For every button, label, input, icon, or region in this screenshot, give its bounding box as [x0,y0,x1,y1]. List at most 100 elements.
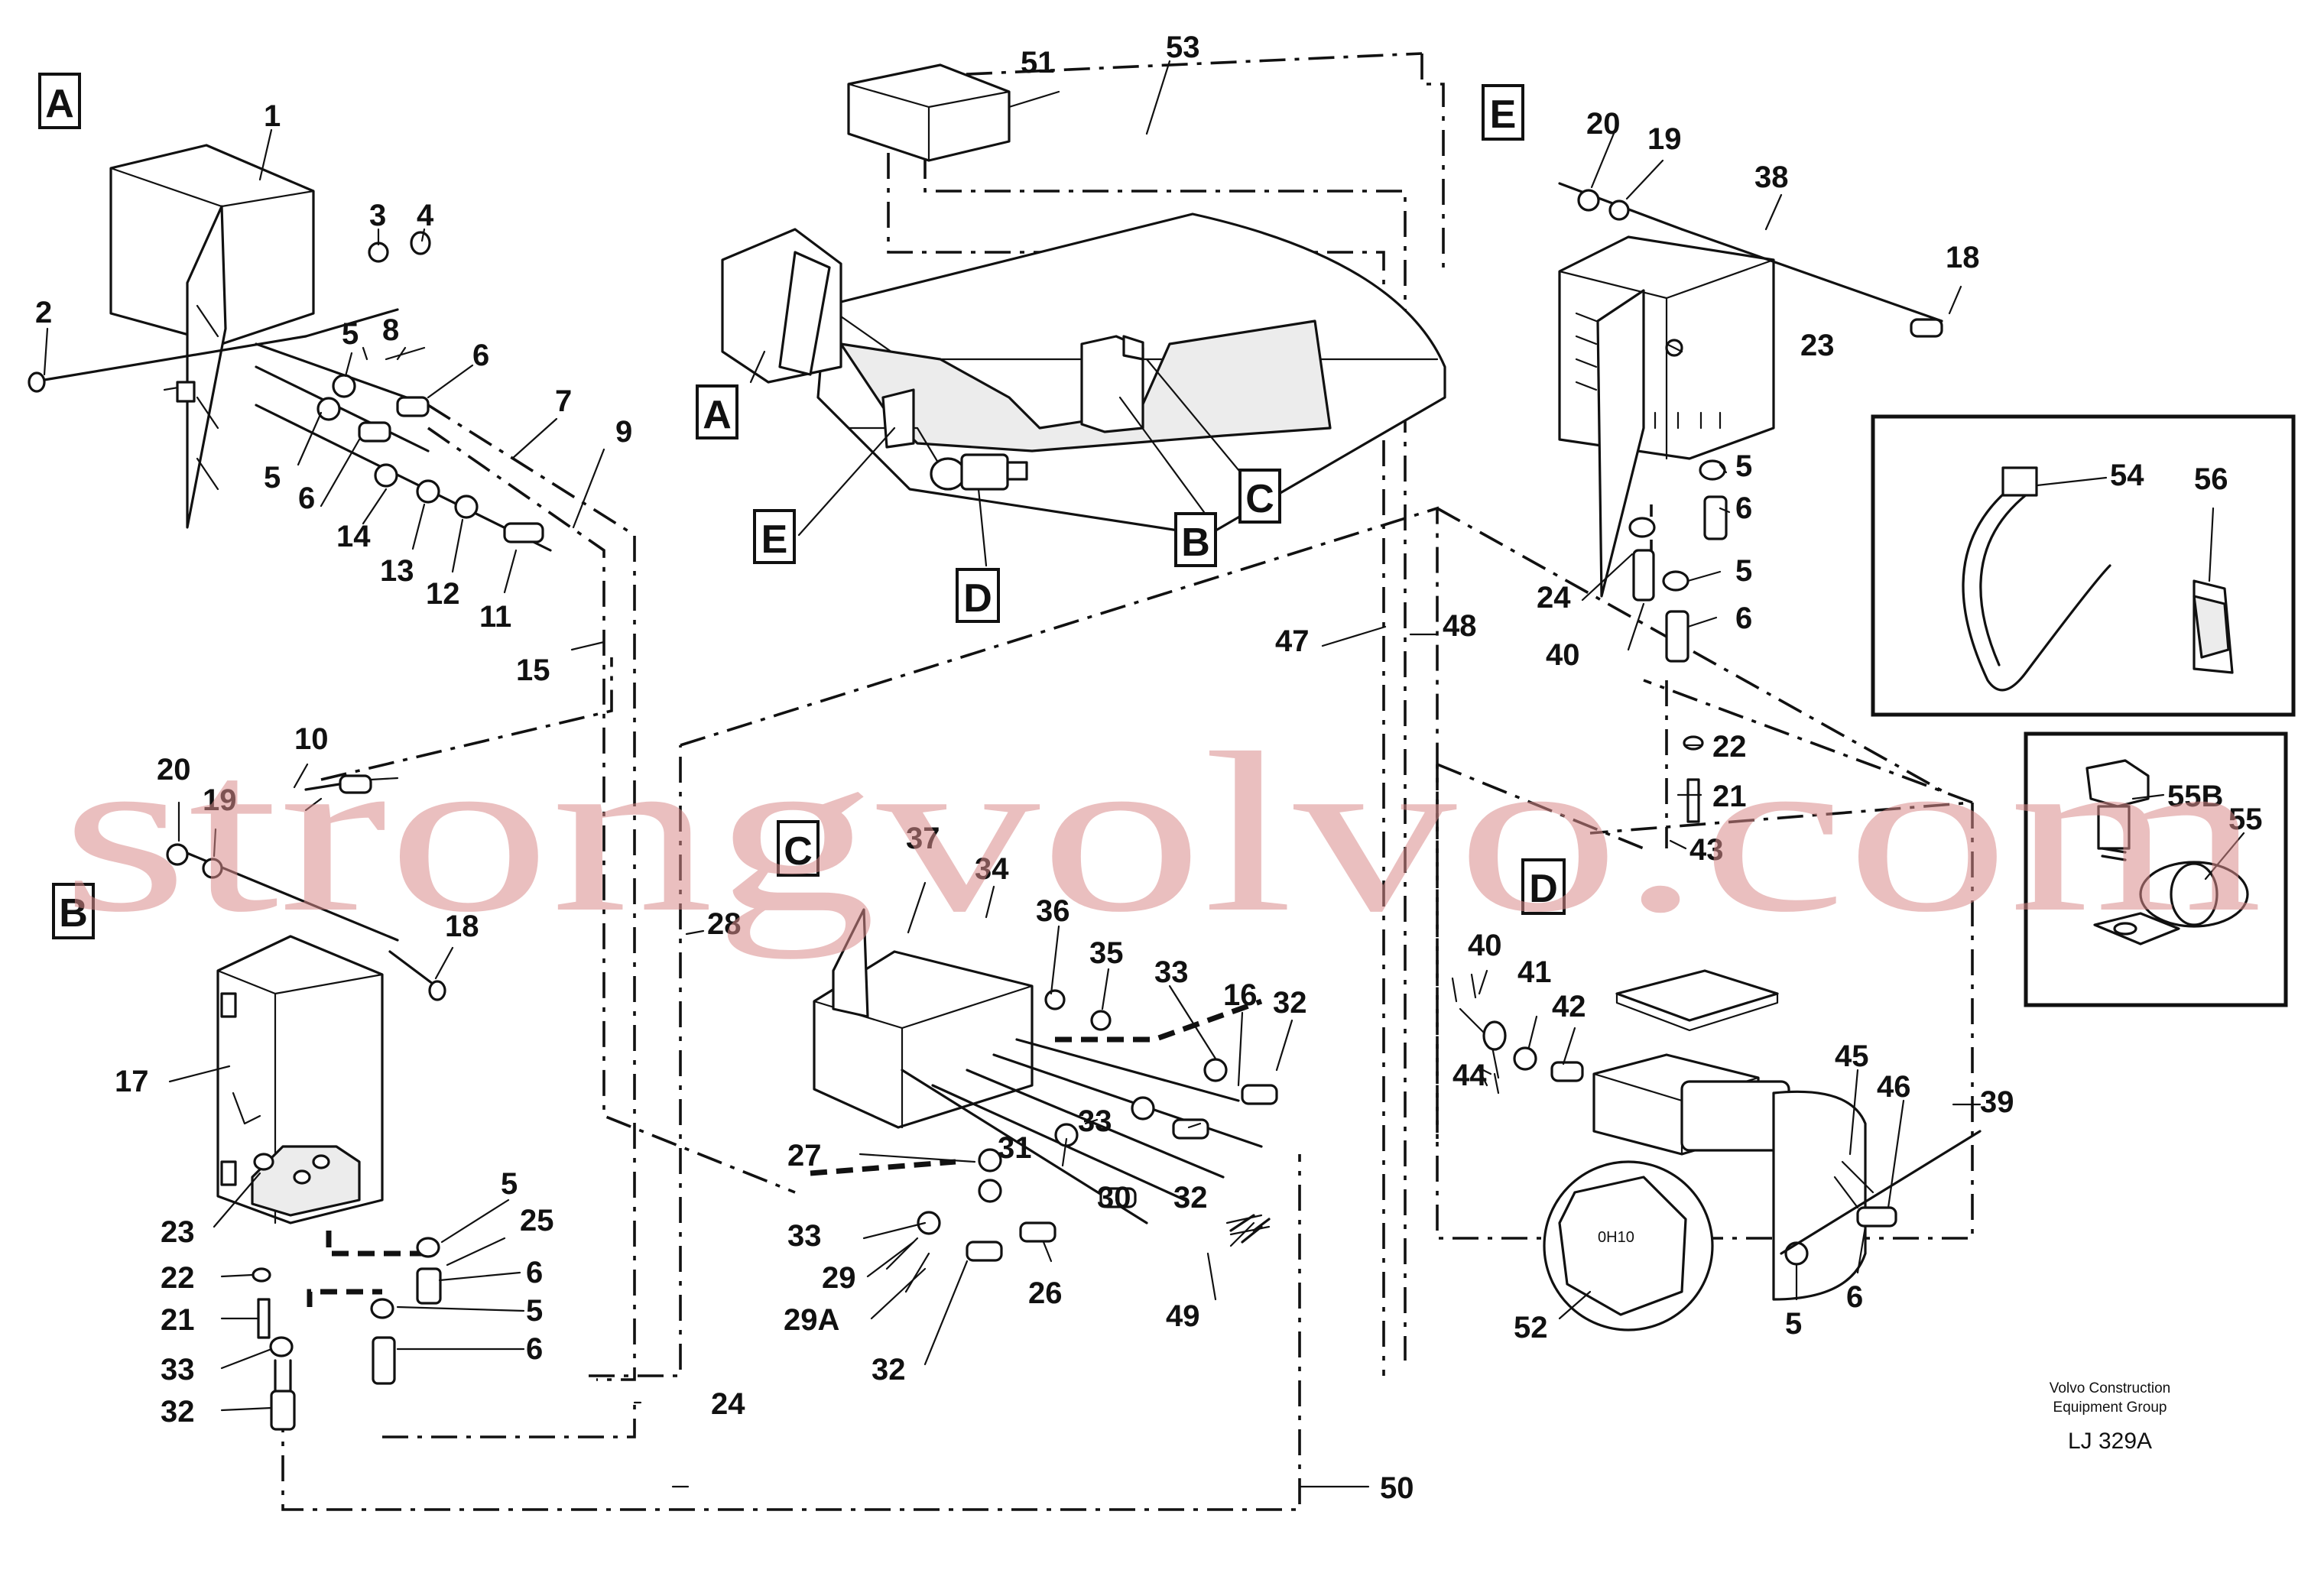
callout-5: 5 [1785,1307,1802,1341]
leader-lines [43,60,2245,1488]
svg-text:D: D [963,576,992,621]
callout-10: 10 [294,722,329,756]
enclosure-17 [216,935,384,1224]
callout-5: 5 [501,1167,518,1201]
callout-49: 49 [1166,1299,1200,1333]
view-label-D-console: D [956,568,1000,623]
view-label-D-top: D [1521,858,1566,915]
callout-22: 22 [1712,730,1747,764]
module-51 [847,63,1011,162]
inset-54-56 [1871,414,2296,717]
callout-53: 53 [1166,31,1200,64]
callout-22: 22 [161,1261,195,1295]
callout-55B: 55B [2167,780,2223,813]
enclosure-34 [813,908,1278,1293]
callout-23: 23 [1800,329,1835,362]
callout-30: 30 [1097,1181,1131,1215]
callout-6: 6 [526,1332,543,1366]
credit-line-2: Equipment Group [2053,1400,2167,1416]
callout-29: 29 [822,1261,856,1295]
callout-20: 20 [157,753,191,787]
callout-16: 16 [1223,978,1258,1012]
callout-6: 6 [526,1256,543,1289]
callout-6: 6 [1846,1280,1863,1314]
svg-text:C: C [1245,477,1274,521]
callout-23: 23 [161,1215,195,1249]
callout-31: 31 [998,1131,1032,1165]
sensor-D [930,453,1028,491]
callout-56: 56 [2194,462,2228,496]
svg-text:A: A [703,393,732,437]
callout-47: 47 [1275,624,1310,658]
callout-6: 6 [298,482,315,515]
svg-text:B: B [59,891,88,936]
callout-18: 18 [445,910,479,943]
callout-19: 19 [1647,122,1682,156]
callout-21: 21 [1712,780,1747,813]
callout-41: 41 [1517,955,1552,989]
callout-36: 36 [1036,894,1070,928]
callout-26: 26 [1028,1276,1063,1310]
inset-55 [2024,731,2288,1007]
callout-34: 34 [975,852,1009,886]
callout-7: 7 [555,384,572,418]
watermark-text: strongvolvo.com [61,705,2263,960]
callout-2: 2 [35,296,52,329]
callout-46: 46 [1877,1070,1911,1104]
callout-44: 44 [1452,1059,1487,1092]
svg-text:D: D [1529,867,1558,911]
callout-50: 50 [1380,1471,1414,1505]
callout-24: 24 [711,1387,745,1421]
callout-40: 40 [1468,929,1502,962]
drawing-code: LJ 329A [2068,1429,2152,1454]
callout-28: 28 [707,907,742,941]
callout-13: 13 [380,554,414,588]
callout-25: 25 [520,1204,554,1237]
callout-17: 17 [115,1065,149,1098]
callout-43: 43 [1689,833,1724,867]
callout-51: 51 [1021,46,1055,79]
svg-text:B: B [1181,521,1210,565]
callout-5: 5 [1735,449,1752,483]
callout-12: 12 [426,577,460,611]
callout-15: 15 [516,654,550,687]
callout-48: 48 [1443,609,1477,643]
callout-37: 37 [906,822,940,855]
callout-4: 4 [417,199,434,232]
view-label-A-console: A [696,384,738,439]
credit-line-1: Volvo Construction [2050,1380,2170,1396]
callout-32: 32 [161,1395,195,1429]
callout-33: 33 [787,1219,822,1253]
callout-54: 54 [2110,459,2144,492]
callout-14: 14 [336,520,371,553]
callout-55: 55 [2228,803,2263,836]
view-label: A [45,82,74,126]
callout-8: 8 [382,313,399,347]
callout-5: 5 [1735,554,1752,588]
callout-27: 27 [787,1139,822,1172]
callout-24: 24 [1537,581,1571,615]
credit-block: Volvo Construction Equipment Group LJ 32… [2050,1380,2170,1454]
motor-marking: 0H10 [1598,1229,1634,1246]
b-hardware [166,774,446,1431]
callout-29A: 29A [784,1303,839,1337]
callout-33: 33 [1078,1104,1112,1138]
callout-20: 20 [1586,107,1621,141]
svg-text:E: E [1490,92,1517,137]
callout-39: 39 [1980,1085,2014,1119]
callout-1: 1 [264,99,281,133]
callout-18: 18 [1946,241,1980,274]
callout-32: 32 [1173,1181,1208,1215]
heavy-wires [307,998,1263,1307]
view-label-C-console: C [1238,469,1281,524]
cab-console [721,212,1446,537]
callout-6: 6 [472,339,489,372]
callout-3: 3 [369,199,386,232]
view-label-C-top: C [777,820,820,877]
enclosure-38 [1558,182,1943,823]
callout-45: 45 [1835,1039,1869,1073]
callout-38: 38 [1754,161,1789,194]
callout-52: 52 [1514,1311,1548,1344]
callout-40: 40 [1546,638,1580,672]
